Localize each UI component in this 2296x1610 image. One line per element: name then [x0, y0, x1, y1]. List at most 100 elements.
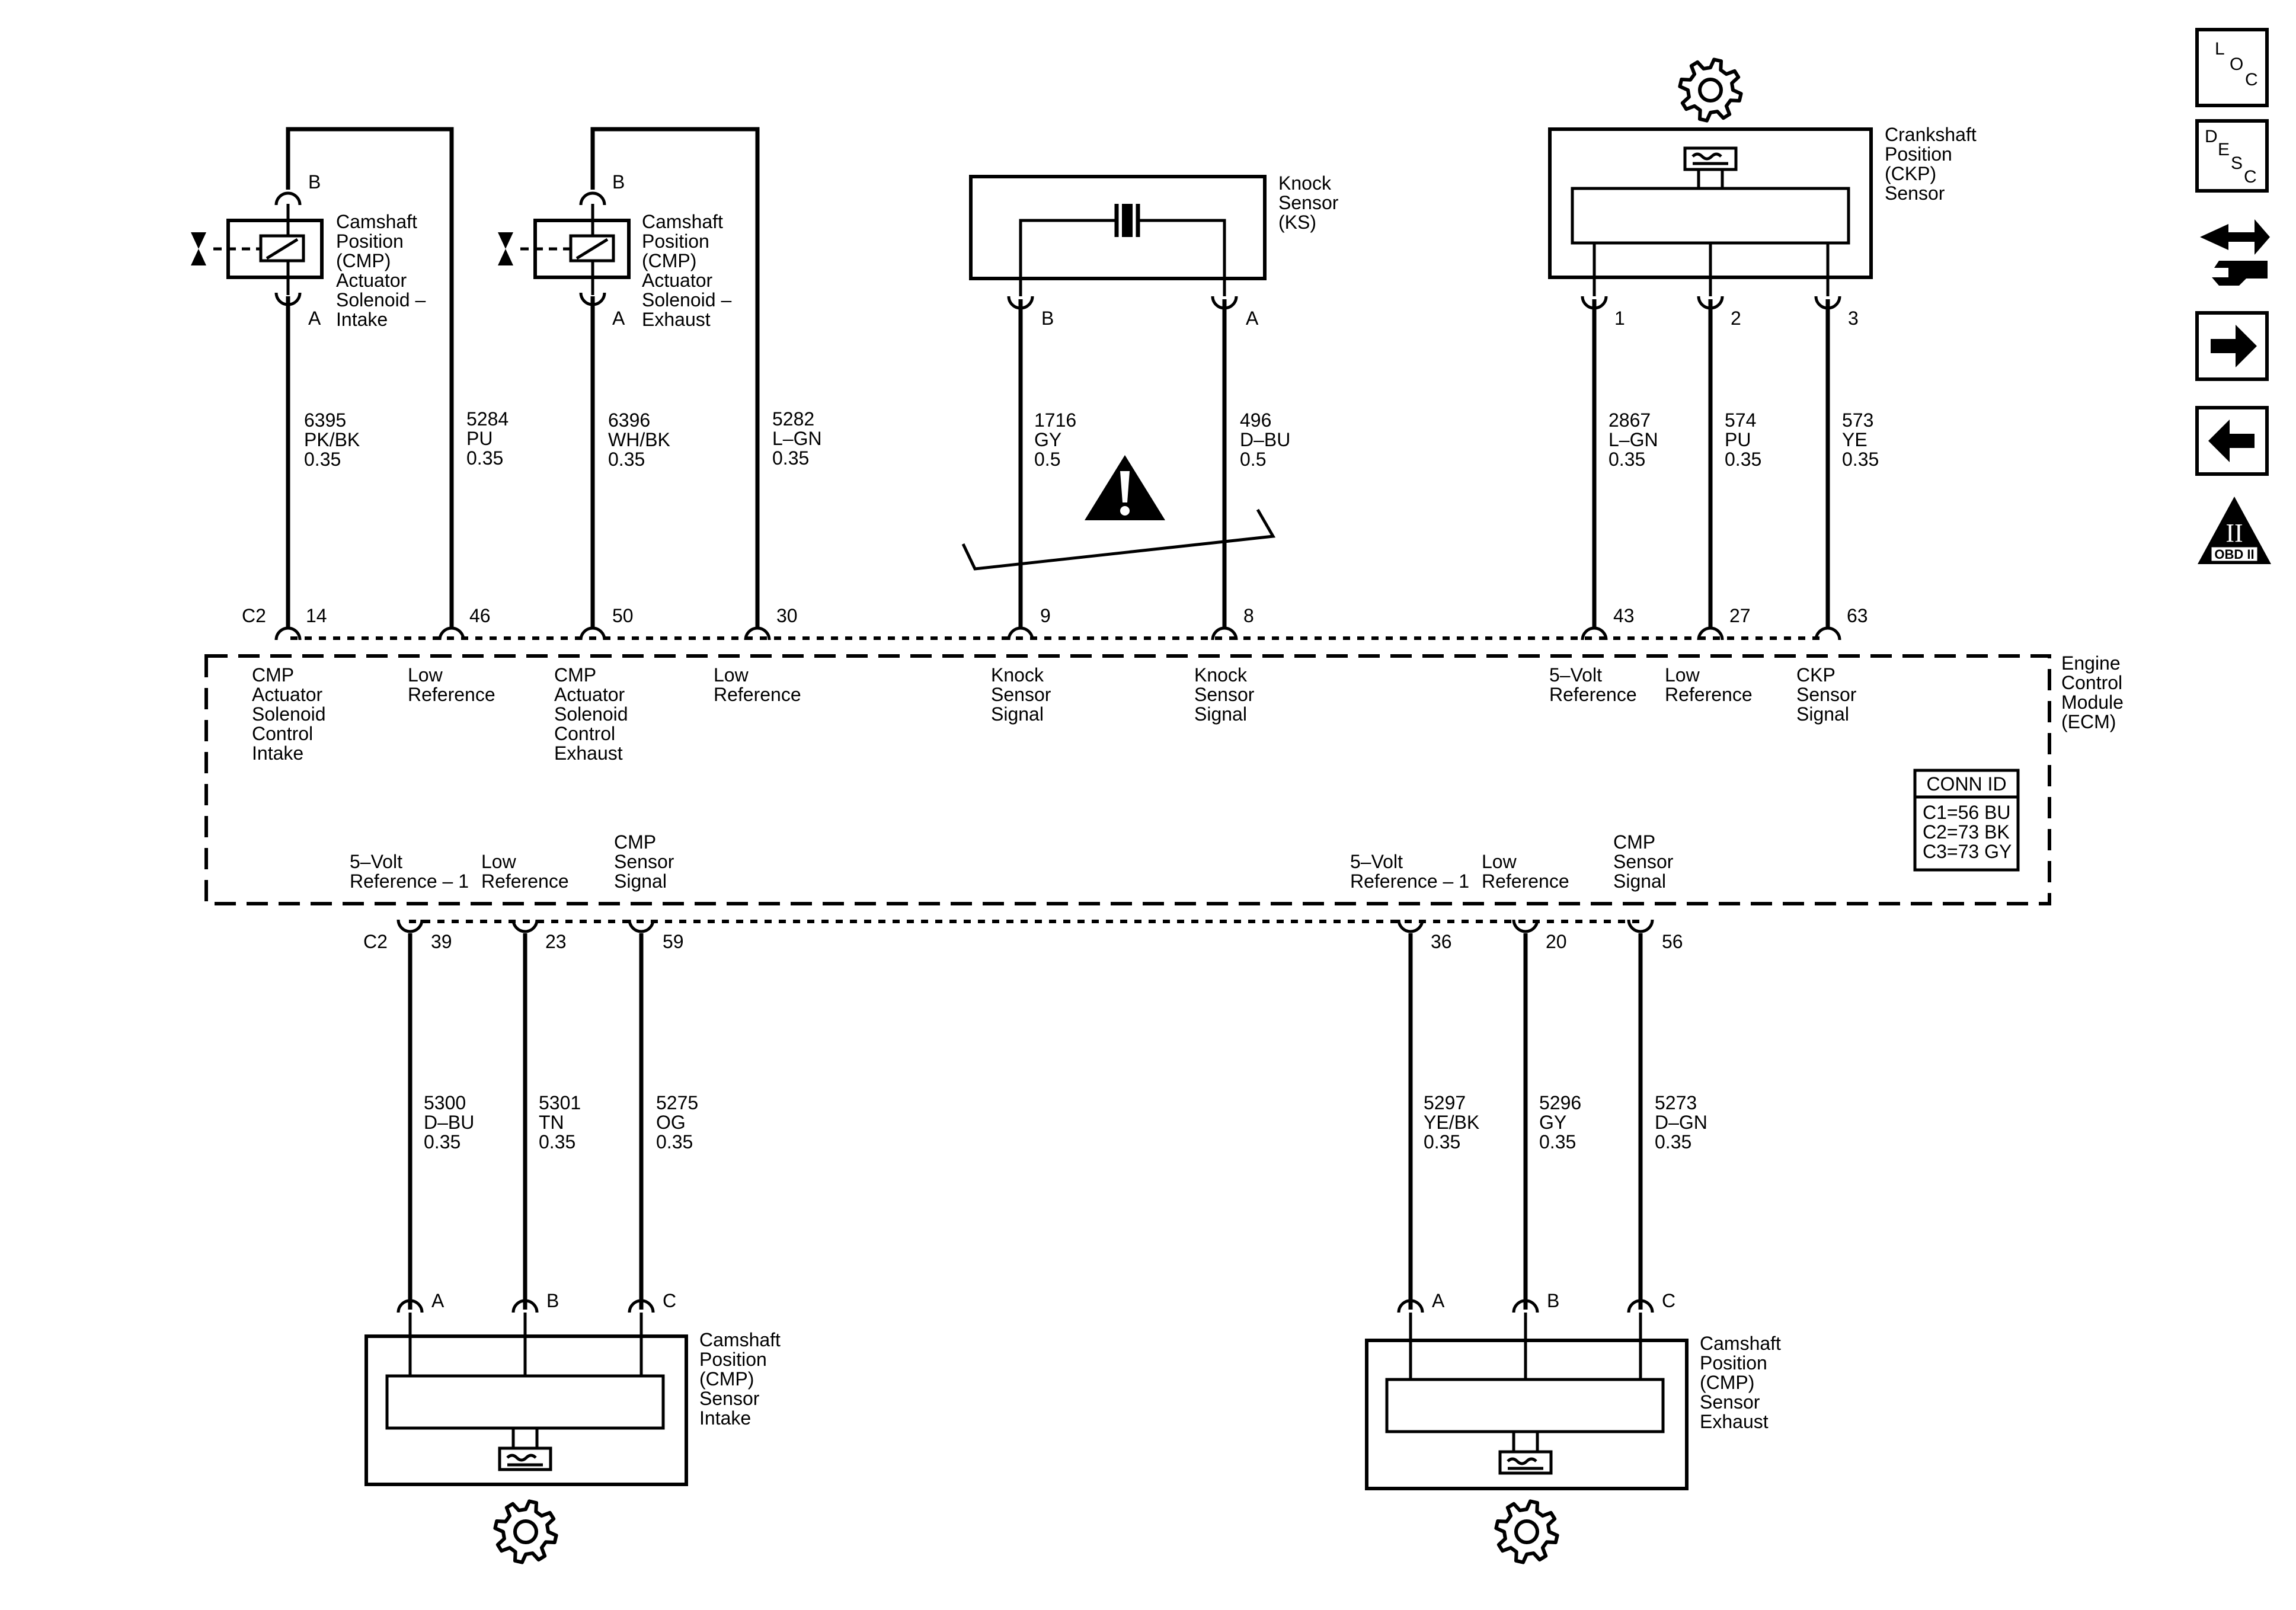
- top-wire-labels: 6395 PK/BK 0.35 5284 PU 0.35 6396 WH/BK …: [304, 408, 1879, 470]
- svg-text:5–Volt: 5–Volt: [1350, 851, 1403, 872]
- svg-text:C1=56 BU: C1=56 BU: [1923, 802, 2011, 823]
- svg-text:C3=73 GY: C3=73 GY: [1923, 841, 2012, 862]
- svg-text:Signal: Signal: [614, 870, 667, 892]
- svg-text:B: B: [1547, 1290, 1559, 1311]
- svg-text:5275: 5275: [656, 1092, 698, 1113]
- svg-text:WH/BK: WH/BK: [608, 429, 670, 450]
- svg-text:Sensor: Sensor: [1796, 684, 1857, 705]
- svg-text:0.35: 0.35: [1539, 1131, 1576, 1153]
- svg-text:(CMP): (CMP): [642, 250, 696, 271]
- svg-text:0.35: 0.35: [539, 1131, 575, 1153]
- svg-text:Low: Low: [714, 664, 749, 686]
- svg-text:Exhaust: Exhaust: [642, 309, 711, 330]
- svg-text:14: 14: [306, 605, 327, 626]
- svg-text:Camshaft: Camshaft: [1700, 1333, 1781, 1354]
- bottom-wire-labels: 5300 D–BU 0.35 5301 TN 0.35 5275 OG 0.35…: [424, 1092, 1707, 1153]
- bottom-wires: [408, 933, 1643, 1310]
- connector-end-view-icon[interactable]: [2200, 219, 2270, 286]
- cmp-sensor-intake: [364, 1299, 688, 1486]
- ckp-sensor-label: Crankshaft Position (CKP) Sensor: [1885, 124, 1977, 204]
- svg-text:Knock: Knock: [1194, 664, 1248, 686]
- svg-text:A: A: [1432, 1290, 1445, 1311]
- svg-text:5301: 5301: [539, 1092, 581, 1113]
- svg-text:Signal: Signal: [1613, 870, 1666, 892]
- previous-page-icon[interactable]: [2195, 406, 2269, 476]
- svg-text:5273: 5273: [1655, 1092, 1697, 1113]
- svg-text:Module: Module: [2061, 692, 2124, 713]
- svg-text:0.35: 0.35: [656, 1131, 693, 1153]
- solenoid-exhaust-pin-b: B: [612, 171, 625, 193]
- svg-text:(ECM): (ECM): [2061, 711, 2116, 732]
- warning-icon: [1085, 455, 1165, 520]
- svg-text:0.35: 0.35: [1655, 1131, 1691, 1153]
- svg-text:Intake: Intake: [699, 1407, 751, 1429]
- svg-text:Camshaft: Camshaft: [699, 1329, 781, 1350]
- svg-text:5–Volt: 5–Volt: [1549, 664, 1602, 686]
- svg-text:L: L: [2215, 39, 2225, 59]
- svg-text:Knock: Knock: [991, 664, 1044, 686]
- svg-text:C: C: [1662, 1290, 1675, 1311]
- gear-hub: [513, 1519, 538, 1544]
- svg-text:Position: Position: [1700, 1352, 1767, 1374]
- gear-icon: [1494, 1499, 1559, 1564]
- svg-text:63: 63: [1847, 605, 1868, 626]
- svg-text:5282: 5282: [772, 408, 814, 430]
- svg-text:Exhaust: Exhaust: [554, 742, 623, 764]
- svg-text:Signal: Signal: [1194, 703, 1247, 725]
- cmp-sensor-exhaust-label: Camshaft Position (CMP) Sensor Exhaust: [1700, 1333, 1781, 1432]
- svg-text:Reference: Reference: [1549, 684, 1637, 705]
- svg-text:TN: TN: [539, 1112, 564, 1133]
- svg-text:50: 50: [612, 605, 634, 626]
- cmp-sensor-exhaust-pins: A B C: [1432, 1290, 1675, 1311]
- svg-text:8: 8: [1243, 605, 1254, 626]
- svg-text:0.35: 0.35: [1424, 1131, 1460, 1153]
- svg-text:D–GN: D–GN: [1655, 1112, 1707, 1133]
- svg-text:Signal: Signal: [1796, 703, 1849, 725]
- svg-text:C: C: [663, 1290, 676, 1311]
- ckp-pin-2: 2: [1731, 308, 1741, 329]
- svg-text:Solenoid: Solenoid: [252, 703, 326, 725]
- svg-text:Solenoid –: Solenoid –: [642, 289, 731, 311]
- svg-text:Reference: Reference: [481, 870, 569, 892]
- location-icon[interactable]: L O C: [2195, 28, 2269, 107]
- svg-text:5300: 5300: [424, 1092, 466, 1113]
- cmp-sensor-intake-pins: A B C: [431, 1290, 676, 1311]
- svg-text:D–BU: D–BU: [424, 1112, 474, 1133]
- solenoid-intake-pin-a: A: [308, 308, 321, 329]
- svg-text:Reference – 1: Reference – 1: [1350, 870, 1469, 892]
- svg-text:D: D: [2205, 127, 2218, 146]
- solenoid-exhaust-label: Camshaft Position (CMP) Actuator Solenoi…: [642, 211, 731, 330]
- svg-text:CMP: CMP: [1613, 831, 1655, 853]
- svg-text:23: 23: [545, 931, 567, 952]
- svg-text:5–Volt: 5–Volt: [350, 851, 402, 872]
- next-page-icon[interactable]: [2195, 311, 2269, 381]
- svg-text:0.35: 0.35: [304, 449, 341, 470]
- svg-text:Knock: Knock: [1278, 172, 1332, 194]
- svg-text:0.5: 0.5: [1034, 449, 1060, 470]
- svg-text:C2: C2: [363, 931, 388, 952]
- gear-hub: [1698, 78, 1723, 103]
- svg-text:56: 56: [1662, 931, 1683, 952]
- svg-text:CMP: CMP: [614, 831, 656, 853]
- knock-sensor-label: Knock Sensor (KS): [1278, 172, 1339, 233]
- svg-text:Low: Low: [481, 851, 517, 872]
- svg-text:CMP: CMP: [554, 664, 596, 686]
- svg-text:L–GN: L–GN: [1609, 429, 1658, 450]
- obd-ii-icon[interactable]: II OBD II: [2198, 497, 2271, 564]
- knock-sensor-pin-a: A: [1246, 308, 1259, 329]
- svg-text:Actuator: Actuator: [554, 684, 625, 705]
- svg-text:Sensor: Sensor: [1613, 851, 1674, 872]
- description-icon[interactable]: D E S C: [2195, 119, 2269, 193]
- wire-5282-loop: [590, 127, 760, 628]
- svg-text:0.35: 0.35: [424, 1131, 461, 1153]
- svg-text:PK/BK: PK/BK: [304, 429, 360, 450]
- svg-text:S: S: [2231, 153, 2243, 173]
- svg-text:5284: 5284: [466, 408, 509, 430]
- cmp-actuator-solenoid-exhaust: [498, 191, 631, 306]
- svg-text:0.35: 0.35: [1725, 449, 1761, 470]
- svg-text:Exhaust: Exhaust: [1700, 1411, 1769, 1432]
- svg-text:0.35: 0.35: [1609, 449, 1645, 470]
- svg-text:0.35: 0.35: [1842, 449, 1879, 470]
- svg-text:Reference: Reference: [1665, 684, 1753, 705]
- ecm-bottom-pin-numbers: C2 39 23 59 36 20 56: [363, 931, 1683, 952]
